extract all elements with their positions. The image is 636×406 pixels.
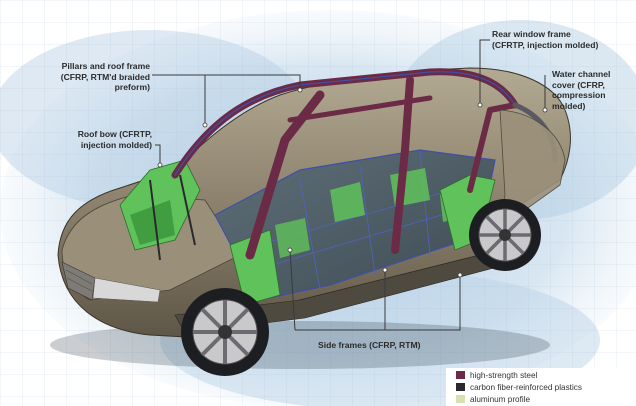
callout-line: Pillars and roof frame xyxy=(61,61,150,71)
front-structure xyxy=(119,159,281,306)
callout-water-channel-cover: Water channel cover (CFRP, compression m… xyxy=(552,69,610,111)
legend-swatch xyxy=(456,383,465,391)
legend: high-strength steel carbon fiber-reinfor… xyxy=(446,368,636,406)
legend-swatch xyxy=(456,395,465,403)
callout-side-frames: Side frames (CFRP, RTM) xyxy=(318,340,421,351)
legend-label: carbon fiber-reinforced plastics xyxy=(470,382,582,392)
leader-dots xyxy=(157,87,548,278)
legend-swatch xyxy=(456,371,465,379)
legend-item: aluminum profile xyxy=(456,393,530,405)
callout-pillars-roof-frame: Pillars and roof frame (CFRP, RTM'd brai… xyxy=(30,61,150,93)
callout-line: cover (CFRP, xyxy=(552,79,605,90)
callout-line: Rear window frame xyxy=(492,29,571,39)
callout-line: Water channel xyxy=(552,69,611,79)
legend-label: aluminum profile xyxy=(470,394,531,404)
callout-line: Side frames (CFRP, RTM) xyxy=(318,340,421,350)
callout-rear-window-frame: Rear window frame (CFRTP, injection mold… xyxy=(492,29,598,50)
leader-lines xyxy=(152,39,546,331)
callout-line: (CFRP, RTM'd braided xyxy=(60,71,150,82)
rear-wheel xyxy=(469,199,541,271)
legend-item: carbon fiber-reinforced plastics xyxy=(456,381,582,393)
callout-line: molded) xyxy=(552,100,586,111)
callout-line: (CFRTP, injection molded) xyxy=(492,39,599,50)
callout-line: injection molded) xyxy=(80,139,152,150)
legend-label: high-strength steel xyxy=(470,370,538,380)
front-wheel xyxy=(181,288,269,376)
callout-roof-bow: Roof bow (CFRTP, injection molded) xyxy=(40,129,152,150)
legend-item: high-strength steel xyxy=(456,369,537,381)
callout-line: preform) xyxy=(114,82,150,92)
callout-line: compression xyxy=(552,90,606,100)
callout-line: Roof bow (CFRTP, xyxy=(77,129,152,139)
